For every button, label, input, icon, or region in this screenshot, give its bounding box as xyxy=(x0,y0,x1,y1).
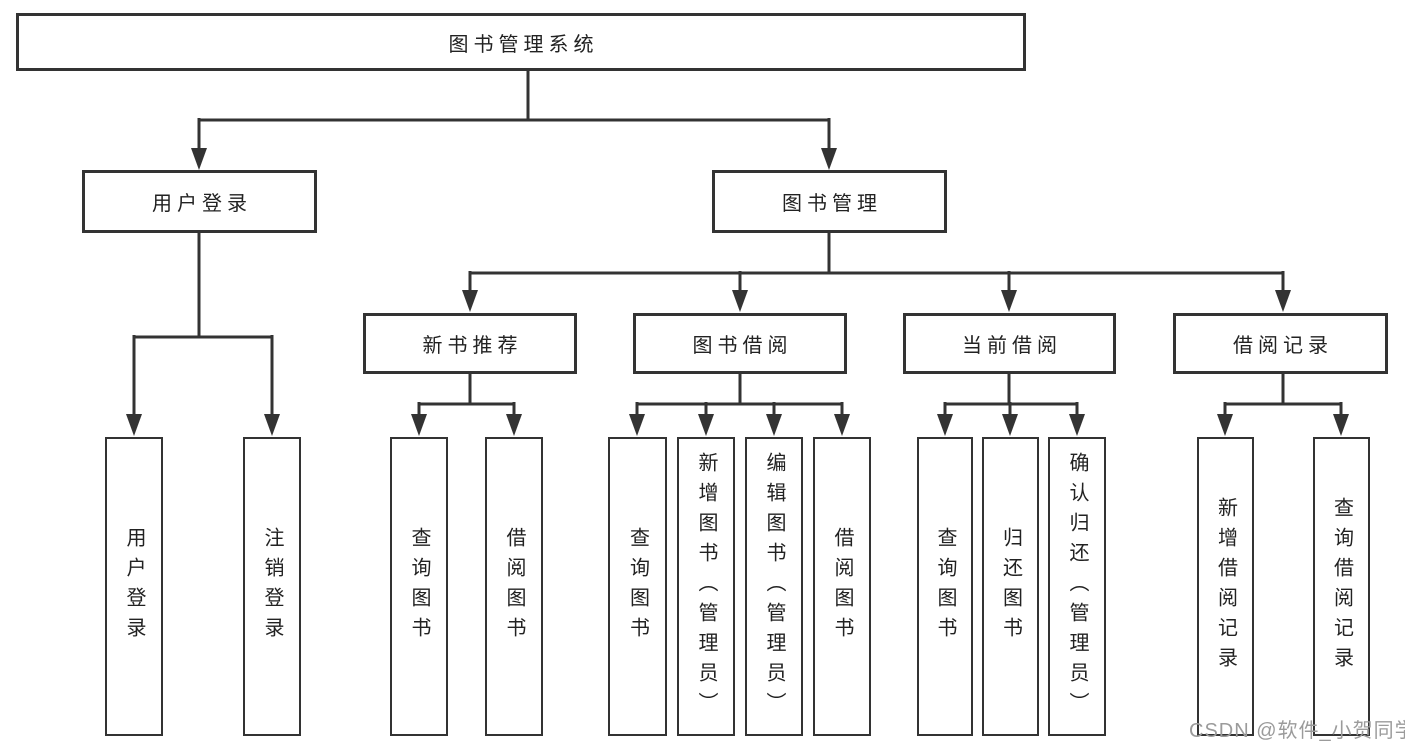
node-book-borrow: 图书借阅 xyxy=(633,313,847,374)
node-borrow-records: 借阅记录 xyxy=(1173,313,1388,374)
leaf-query-books-1: 查询图书 xyxy=(390,437,448,736)
leaf-query-borrow-record: 查询借阅记录 xyxy=(1313,437,1370,736)
node-book-borrow-label: 图书借阅 xyxy=(692,335,793,357)
leaf-user-login-label: 用户登录 xyxy=(123,526,145,647)
leaf-add-book-admin: 新增图书（管理员） xyxy=(677,437,735,736)
leaf-add-borrow-record: 新增借阅记录 xyxy=(1197,437,1254,736)
leaf-edit-book-admin-label: 编辑图书（管理员） xyxy=(763,451,785,722)
leaf-borrow-books-2: 借阅图书 xyxy=(813,437,871,736)
leaf-add-borrow-record-label: 新增借阅记录 xyxy=(1214,496,1237,677)
leaf-query-books-3: 查询图书 xyxy=(917,437,973,736)
leaf-return-book-label: 归还图书 xyxy=(999,526,1022,647)
node-new-book-recommend-label: 新书推荐 xyxy=(422,335,523,357)
node-book-management-label: 图书管理 xyxy=(782,193,882,215)
node-current-borrow-label: 当前借阅 xyxy=(962,335,1062,357)
leaf-query-books-3-label: 查询图书 xyxy=(934,526,956,647)
leaf-query-borrow-record-label: 查询借阅记录 xyxy=(1330,496,1353,677)
node-root: 图书管理系统 xyxy=(16,13,1026,71)
leaf-query-books-2-label: 查询图书 xyxy=(626,526,649,647)
leaf-logout-label: 注销登录 xyxy=(261,526,283,647)
node-user-login-label: 用户登录 xyxy=(152,193,252,215)
node-new-book-recommend: 新书推荐 xyxy=(363,313,577,374)
leaf-borrow-books-1: 借阅图书 xyxy=(485,437,543,736)
node-borrow-records-label: 借阅记录 xyxy=(1233,335,1333,357)
leaf-borrow-books-2-label: 借阅图书 xyxy=(831,526,853,647)
leaf-return-book: 归还图书 xyxy=(982,437,1039,736)
node-book-management: 图书管理 xyxy=(712,170,947,233)
leaf-confirm-return-admin-label: 确认归还（管理员） xyxy=(1066,451,1088,722)
node-current-borrow: 当前借阅 xyxy=(903,313,1116,374)
leaf-user-login: 用户登录 xyxy=(105,437,163,736)
leaf-query-books-1-label: 查询图书 xyxy=(408,526,430,647)
leaf-query-books-2: 查询图书 xyxy=(608,437,667,736)
leaf-add-book-admin-label: 新增图书（管理员） xyxy=(695,451,717,722)
node-root-label: 图书管理系统 xyxy=(448,33,599,56)
watermark-text: CSDN @软件_小贺同学 xyxy=(1189,720,1405,742)
leaf-edit-book-admin: 编辑图书（管理员） xyxy=(745,437,803,736)
node-user-login: 用户登录 xyxy=(82,170,317,233)
leaf-confirm-return-admin: 确认归还（管理员） xyxy=(1048,437,1106,736)
leaf-logout: 注销登录 xyxy=(243,437,301,736)
leaf-borrow-books-1-label: 借阅图书 xyxy=(503,526,525,647)
arrowheads xyxy=(126,148,1349,436)
